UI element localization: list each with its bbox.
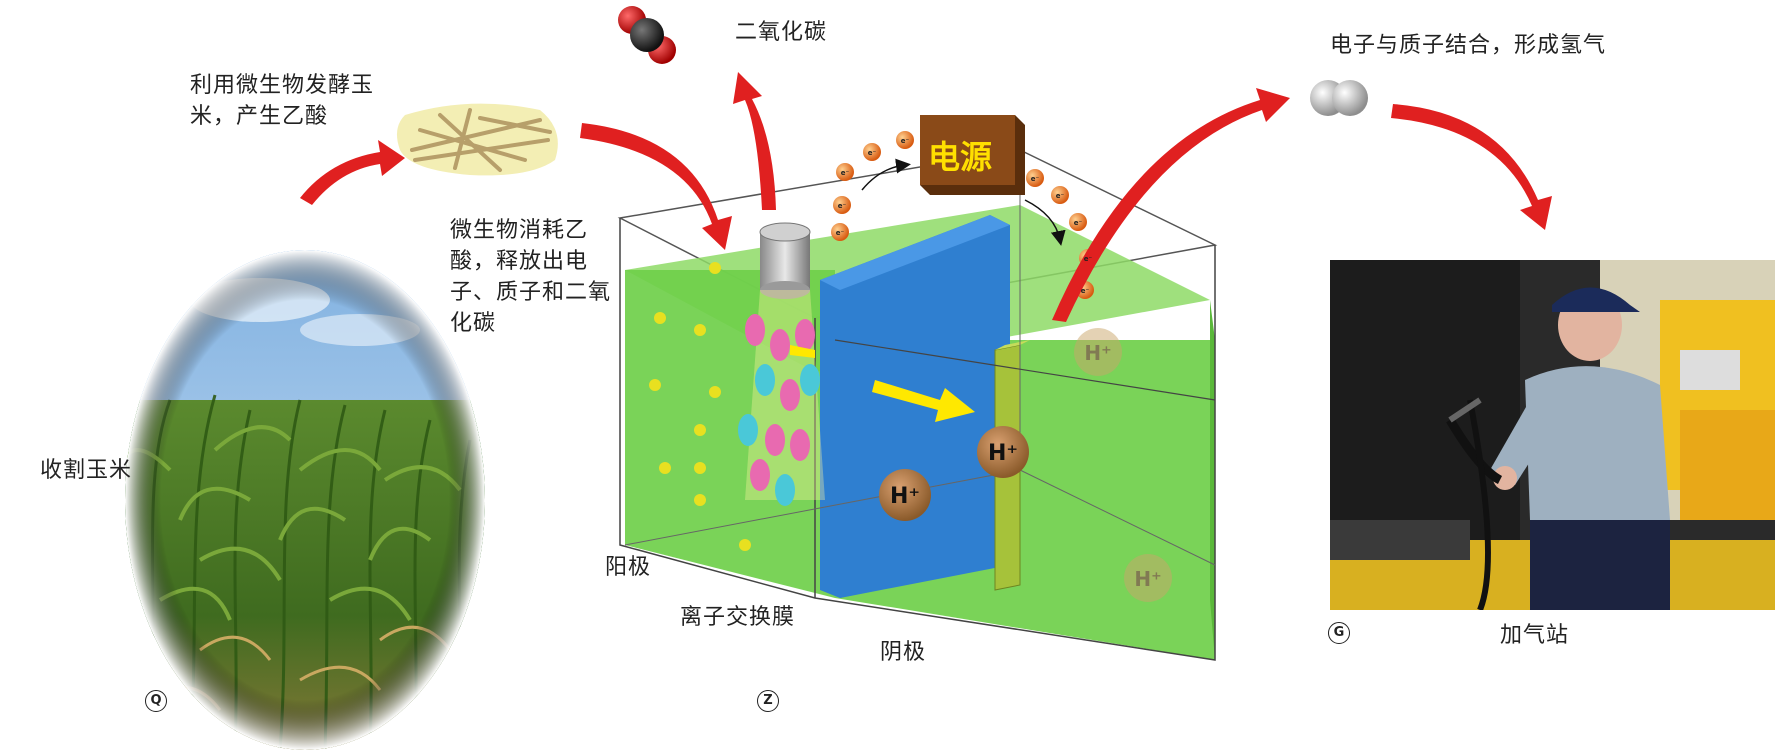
fermentation-label: 利用微生物发酵玉米，产生乙酸 xyxy=(190,73,375,129)
cathode-label: 阴极 xyxy=(880,640,927,665)
svg-text:H⁺: H⁺ xyxy=(1084,341,1111,365)
acetate-dots xyxy=(649,262,751,551)
fuel-station-image xyxy=(1330,260,1775,610)
membrane-label: 离子交换膜 xyxy=(680,605,796,630)
fuel-station-label: 加气站 xyxy=(1500,623,1570,648)
hydrogen-formation-label: 电子与质子结合，形成氢气 xyxy=(1330,33,1607,58)
svg-text:H⁺: H⁺ xyxy=(988,441,1018,466)
power-label: 电源 xyxy=(928,138,992,176)
svg-text:e⁻: e⁻ xyxy=(1084,255,1093,263)
microbe-consumption-label: 微生物消耗乙酸，释放出电子、质子和二氧化碳 xyxy=(450,218,612,336)
proton-flow-arrow xyxy=(872,380,975,422)
co2-label: 二氧化碳 xyxy=(735,20,828,45)
harvest-corn-label: 收割玉米 xyxy=(40,458,133,483)
electrolysis-cell xyxy=(617,149,1218,661)
panel-marker-a: Q xyxy=(145,690,167,712)
svg-text:e⁻: e⁻ xyxy=(1031,175,1040,183)
acetic-acid-fibers-icon xyxy=(396,103,558,176)
panel-marker-c: G xyxy=(1328,622,1350,644)
svg-text:e⁻: e⁻ xyxy=(901,137,910,145)
svg-text:e⁻: e⁻ xyxy=(868,149,877,157)
co2-molecule-icon xyxy=(618,6,676,64)
bacteria-cluster xyxy=(738,314,820,506)
panel-marker-b: Z xyxy=(757,690,779,712)
svg-text:H⁺: H⁺ xyxy=(890,484,920,509)
svg-text:H⁺: H⁺ xyxy=(1134,567,1161,591)
power-supply-icon xyxy=(920,115,1025,195)
proton-symbols: H⁺ H⁺ H⁺ H⁺ xyxy=(890,341,1162,591)
electron-path xyxy=(831,131,1097,299)
proton-icons xyxy=(879,328,1172,602)
svg-text:e⁻: e⁻ xyxy=(1056,192,1065,200)
svg-text:e⁻: e⁻ xyxy=(1081,287,1090,295)
svg-text:e⁻: e⁻ xyxy=(836,229,845,237)
svg-text:e⁻: e⁻ xyxy=(838,202,847,210)
corn-field-image xyxy=(125,250,485,750)
hydrogen-molecule-icon xyxy=(1310,80,1368,116)
svg-text:e⁻: e⁻ xyxy=(1074,219,1083,227)
anode-label: 阳极 xyxy=(605,555,652,580)
process-arrows xyxy=(300,72,1552,322)
electron-symbols: e⁻ e⁻ e⁻ e⁻ e⁻ e⁻ e⁻ e⁻ e⁻ e⁻ xyxy=(836,137,1093,295)
svg-text:e⁻: e⁻ xyxy=(841,169,850,177)
